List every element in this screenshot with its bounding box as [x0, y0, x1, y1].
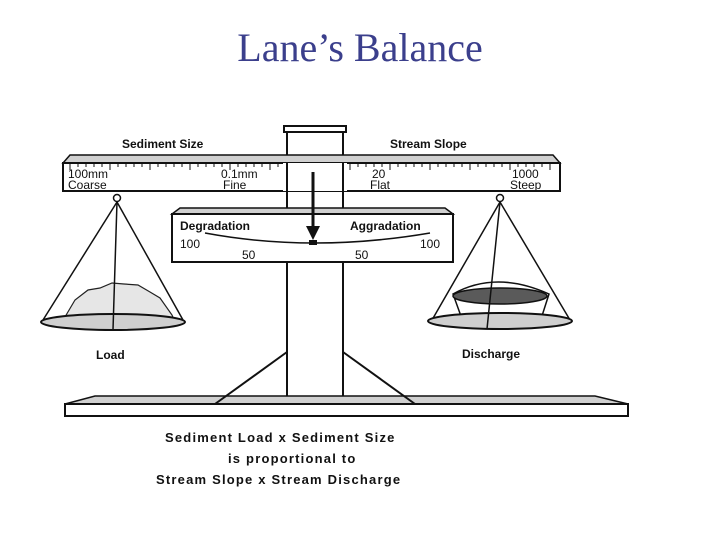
gauge-right-50: 50 — [355, 248, 369, 262]
right-pan — [427, 201, 573, 330]
slide-title: Lane’s Balance — [237, 25, 483, 70]
stream-slope-label: Stream Slope — [390, 137, 467, 151]
scale-20: 20 — [372, 167, 386, 181]
equation-line-1: Sediment Load x Sediment Size — [165, 430, 396, 445]
beam-scale-ticks — [69, 163, 551, 170]
scale-fine: Fine — [223, 178, 247, 192]
equation-line-3: Stream Slope x Stream Discharge — [156, 472, 401, 487]
gauge-right-100: 100 — [420, 237, 440, 251]
discharge-label: Discharge — [462, 347, 520, 361]
equation-line-2: is proportional to — [228, 451, 356, 466]
scale-0-1mm: 0.1mm — [221, 167, 258, 181]
scale-coarse: Coarse — [68, 178, 107, 192]
base-strut-left — [214, 351, 288, 405]
scale-flat: Flat — [370, 178, 391, 192]
base-strut-right — [342, 351, 416, 405]
gauge-left-50: 50 — [242, 248, 256, 262]
beam-top — [61, 154, 562, 164]
scale-100mm: 100mm — [68, 167, 108, 181]
column-cap — [283, 125, 347, 133]
scale-steep: Steep — [510, 178, 542, 192]
scale-1000: 1000 — [512, 167, 539, 181]
load-label: Load — [96, 348, 125, 362]
gauge-pointer-tip — [306, 226, 320, 240]
gauge-left-100: 100 — [180, 237, 200, 251]
left-pan — [40, 201, 186, 331]
sediment-size-label: Sediment Size — [122, 137, 204, 151]
aggradation-label: Aggradation — [350, 219, 421, 233]
beam-center-gap — [283, 163, 347, 191]
base-plate — [64, 403, 629, 417]
sediment-load — [60, 282, 176, 323]
degradation-label: Degradation — [180, 219, 250, 233]
water-surface — [452, 287, 548, 305]
base-top — [64, 395, 629, 405]
